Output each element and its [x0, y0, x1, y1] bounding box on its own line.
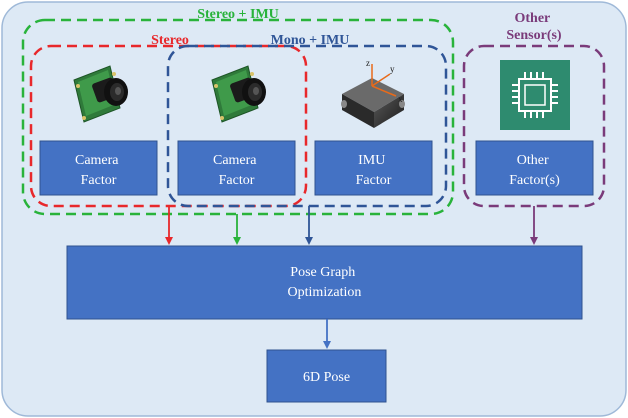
other-factor-line1: Other [517, 153, 549, 168]
imu-axis-x: x [398, 94, 403, 104]
camera-factor-left-line2: Factor [81, 173, 117, 188]
camera-factor-box-right: Camera Factor [177, 140, 296, 196]
stereo-imu-label: Stereo + IMU [197, 7, 279, 22]
camera-icon [73, 65, 128, 123]
svg-text:Camera Factor: Camera Factor [75, 153, 122, 188]
other-factor-line2: Factor(s) [509, 173, 560, 188]
imu-factor-box: IMU Factor [314, 140, 433, 196]
svg-text:Camera Factor: Camera Factor [213, 153, 260, 188]
svg-text:IMU Factor: IMU Factor [356, 153, 392, 188]
stereo-label: Stereo [151, 33, 189, 48]
mono-imu-group [166, 44, 448, 208]
mono-imu-label: Mono + IMU [271, 33, 350, 48]
optimizer-line2: Optimization [288, 285, 362, 300]
svg-text:Other Factor(s): Other Factor(s) [509, 153, 560, 188]
other-sensor-label-line2: Sensor(s) [506, 28, 562, 43]
camera-factor-right-line1: Camera [213, 153, 257, 168]
camera-icon [211, 65, 266, 123]
other-sensor-label-line1: Other [514, 11, 550, 26]
svg-text:Pose Graph Optimization: Pose Graph Optimization [288, 265, 362, 300]
other-sensor-group [462, 44, 606, 208]
other-factor-box: Other Factor(s) [475, 140, 594, 196]
pose-output-box: 6D Pose [266, 349, 387, 403]
processor-chip-icon [500, 60, 570, 130]
optimizer-line1: Pose Graph [290, 265, 355, 280]
imu-factor-line1: IMU [358, 153, 385, 168]
imu-axis-z: z [366, 58, 370, 68]
imu-factor-line2: Factor [356, 173, 392, 188]
stereo-imu-group [21, 18, 455, 216]
camera-factor-box-left: Camera Factor [39, 140, 158, 196]
imu-sensor-icon: z y x [341, 58, 405, 128]
other-sensor-label: Other Sensor(s) [506, 11, 562, 43]
camera-factor-left-line1: Camera [75, 153, 119, 168]
imu-axis-y: y [390, 64, 395, 74]
pose-graph-optimization-box: Pose Graph Optimization [66, 245, 583, 320]
camera-factor-right-line2: Factor [219, 173, 255, 188]
pose-output-label: 6D Pose [303, 370, 350, 385]
